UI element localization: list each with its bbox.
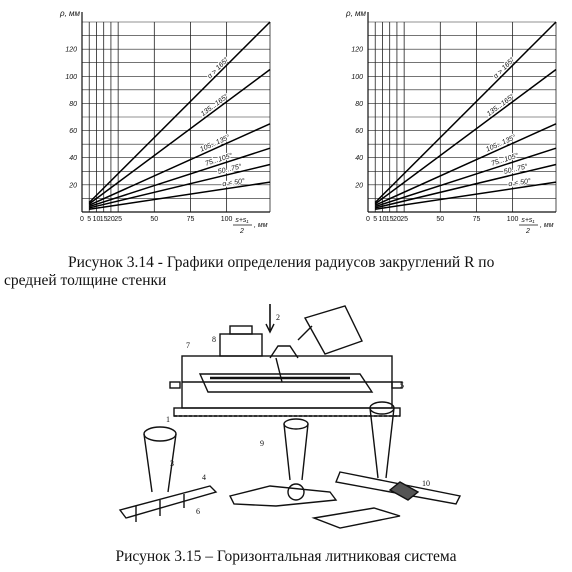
y-tick-label: 100	[65, 74, 77, 81]
x-axis-label-unit: , мм	[254, 222, 268, 229]
callout-8: 8	[212, 335, 216, 344]
x-tick-label: 100	[221, 216, 233, 223]
x-tick-label: 50	[150, 216, 158, 223]
x-tick-label: 0	[80, 216, 84, 223]
x-tick-label: 5	[87, 216, 91, 223]
series-line	[375, 147, 557, 208]
x-axis-label-denominator: 2	[525, 228, 530, 235]
callout-3: 3	[170, 459, 174, 468]
x-axis-label-numerator: s+s₁	[521, 217, 535, 224]
series-line	[89, 163, 271, 209]
series-line	[374, 68, 557, 205]
x-tick-label: 75	[187, 216, 195, 223]
caption-314-line1: Рисунок 3.14 - Графики определения радиу…	[68, 254, 495, 271]
x-tick-label: 15	[386, 216, 394, 223]
x-tick-label: 10	[379, 216, 387, 223]
x-axis-label-unit: , мм	[540, 222, 554, 229]
sprue-runner-2	[228, 418, 338, 507]
x-tick-label: 20	[107, 216, 115, 223]
y-axis-label: ρ, мм	[345, 9, 367, 18]
series-line	[88, 68, 271, 205]
x-tick-label: 25	[400, 216, 408, 223]
x-tick-label: 25	[114, 216, 122, 223]
series-label: 135...165°	[485, 92, 516, 118]
series-label: 135...165°	[199, 92, 230, 118]
callout-9: 9	[260, 439, 264, 448]
x-tick-label: 10	[93, 216, 101, 223]
x-tick-label: 100	[507, 216, 519, 223]
y-tick-label: 20	[354, 182, 363, 189]
series-line	[89, 181, 271, 211]
callout-numbers: 1 2 3 4 5 6 7 8 9 10	[166, 313, 430, 516]
y-tick-label: 60	[355, 128, 363, 135]
series-line	[88, 21, 271, 204]
y-tick-label: 20	[68, 182, 77, 189]
callout-6: 6	[196, 507, 200, 516]
callout-2: 2	[276, 313, 280, 322]
series-line	[374, 21, 557, 204]
caption-314-line2: средней толщине стенки	[4, 272, 167, 289]
series-line	[88, 123, 271, 206]
x-tick-label: 75	[473, 216, 481, 223]
y-tick-label: 40	[355, 155, 363, 162]
y-tick-label: 80	[69, 101, 77, 108]
sprue-runner-1	[118, 426, 218, 522]
y-tick-label: 80	[355, 101, 363, 108]
sprue-runner-3	[311, 401, 462, 529]
callout-4: 4	[202, 473, 206, 482]
series-line	[89, 147, 271, 208]
series-line	[375, 181, 557, 211]
x-axis-label-denominator: 2	[239, 228, 244, 235]
callout-1: 1	[166, 415, 170, 424]
ladle	[265, 304, 363, 355]
series-line	[374, 123, 557, 206]
caption-figure-3-14: Рисунок 3.14 - Графики определения радиу…	[0, 254, 572, 290]
x-tick-label: 0	[366, 216, 370, 223]
y-tick-label: 100	[351, 74, 363, 81]
mould-assembly	[169, 325, 403, 417]
x-tick-label: 50	[436, 216, 444, 223]
callout-5: 5	[400, 381, 404, 390]
x-tick-label: 5	[373, 216, 377, 223]
x-tick-label: 15	[100, 216, 108, 223]
x-axis-label-numerator: s+s₁	[235, 217, 249, 224]
figure-gating-system: 1 2 3 4 5 6 7 8 9 10	[100, 296, 480, 541]
gating-system-drawing: 1 2 3 4 5 6 7 8 9 10	[118, 304, 462, 529]
y-axis-label: ρ, мм	[59, 9, 81, 18]
y-tick-label: 120	[351, 47, 363, 54]
x-tick-label: 20	[393, 216, 401, 223]
caption-figure-3-15: Рисунок 3.15 – Горизонтальная литниковая…	[115, 548, 457, 565]
y-tick-label: 40	[69, 155, 77, 162]
series-line	[375, 163, 557, 209]
y-tick-label: 60	[69, 128, 77, 135]
callout-7: 7	[186, 341, 190, 350]
callout-10: 10	[422, 479, 430, 488]
y-tick-label: 120	[65, 47, 77, 54]
